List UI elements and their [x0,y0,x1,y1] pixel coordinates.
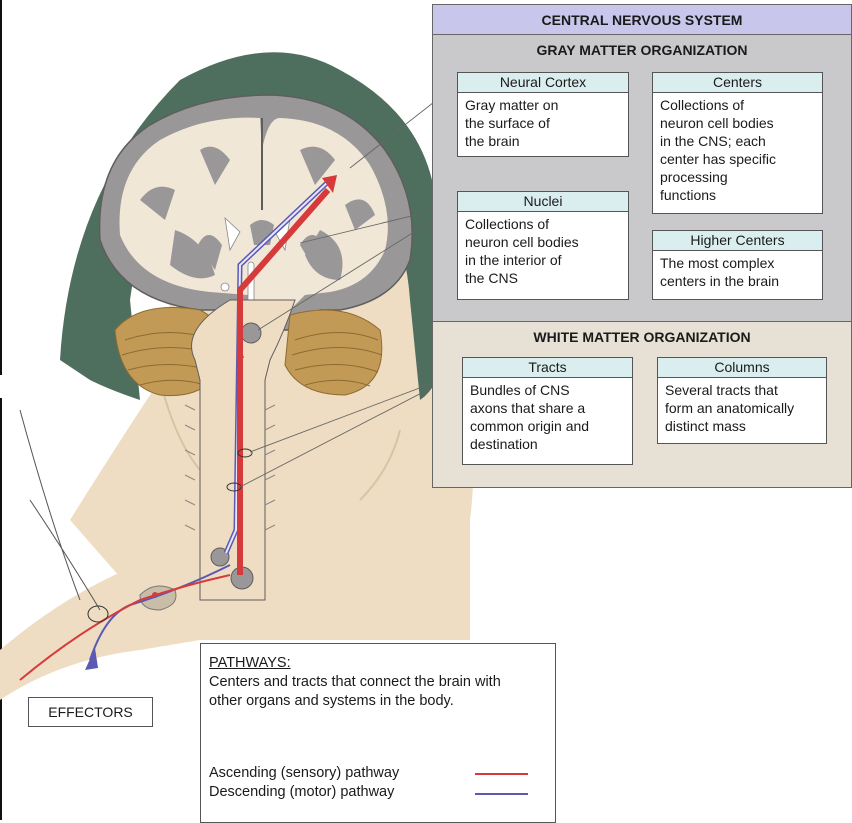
centers-title: Centers [653,73,822,93]
tracts-box: Tracts Bundles of CNS axons that share a… [462,357,633,465]
ascending-legend-swatch [475,773,528,775]
columns-title: Columns [658,358,826,378]
columns-text: Several tracts that form an anatomically… [658,378,826,435]
white-matter-title: WHITE MATTER ORGANIZATION [432,322,852,352]
nuclei-title: Nuclei [458,192,628,212]
neural-cortex-text: Gray matter on the surface of the brain [458,93,628,150]
centers-box: Centers Collections of neuron cell bodie… [652,72,823,214]
effectors-label: EFFECTORS [28,697,153,727]
brain-section [100,95,413,330]
centers-text: Collections of neuron cell bodies in the… [653,93,822,204]
tracts-title: Tracts [463,358,632,378]
pathways-title: PATHWAYS: [209,655,291,671]
brainstem-nucleus [241,323,261,343]
columns-box: Columns Several tracts that form an anat… [657,357,827,444]
tracts-text: Bundles of CNS axons that share a common… [463,378,632,453]
neural-cortex-box: Neural Cortex Gray matter on the surface… [457,72,629,157]
nuclei-text: Collections of neuron cell bodies in the… [458,212,628,287]
higher-centers-title: Higher Centers [653,231,822,251]
cns-title: CENTRAL NERVOUS SYSTEM [432,4,852,35]
descending-legend-swatch [475,793,528,795]
pathways-description: Centers and tracts that connect the brai… [209,673,509,711]
gray-matter-title: GRAY MATTER ORGANIZATION [432,35,852,65]
descending-pathway-label: Descending (motor) pathway [209,784,394,800]
nuclei-box: Nuclei Collections of neuron cell bodies… [457,191,629,300]
higher-centers-text: The most complex centers in the brain [653,251,822,290]
higher-centers-box: Higher Centers The most complex centers … [652,230,823,300]
ascending-pathway-label: Ascending (sensory) pathway [209,765,399,781]
neural-cortex-title: Neural Cortex [458,73,628,93]
